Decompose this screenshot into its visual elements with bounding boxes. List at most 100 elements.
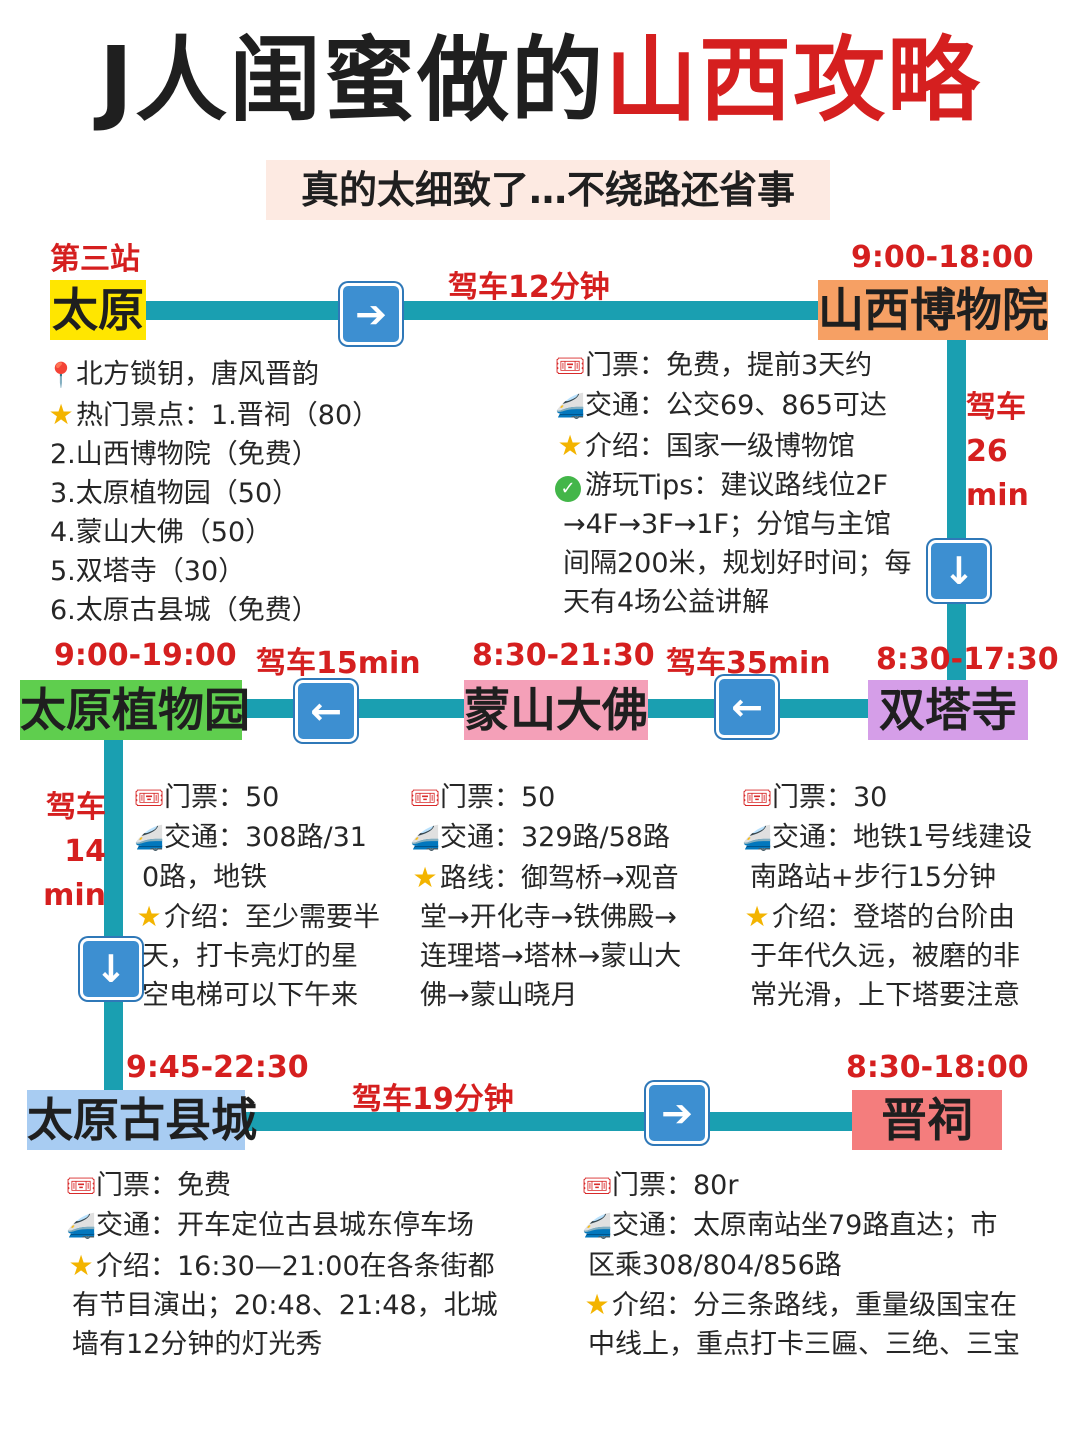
title-part-1: J人闺蜜做的 (98, 27, 606, 134)
train-icon: 🚄 (555, 392, 585, 420)
drive-time-label: 驾车15min (256, 646, 421, 681)
station-shanxi-museum: 山西博物院 (818, 280, 1048, 340)
station-botanical-garden: 太原植物园 (20, 680, 250, 740)
info-line: ★热门景点：1.晋祠（80） (46, 395, 379, 435)
info-line: 天有4场公益讲解 (563, 587, 770, 618)
info-line: 常光滑，上下塔要注意 (750, 980, 1020, 1011)
info-line: 4.蒙山大佛（50） (50, 517, 273, 548)
opening-hours: 8:30-17:30 (876, 642, 1059, 677)
info-line: 南路站+步行15分钟 (750, 862, 996, 893)
title-part-2: 山西攻略 (605, 27, 982, 134)
info-line: 间隔200米，规划好时间；每 (563, 548, 912, 579)
info-line: 连理塔→塔林→蒙山大 (420, 941, 682, 972)
drive-time-label: 驾车12分钟 (448, 270, 610, 305)
info-line: ★介绍：登塔的台阶由 (742, 897, 1032, 937)
star-icon: ★ (584, 1288, 610, 1321)
info-line: 📍北方锁钥，唐风晋韵 (46, 355, 379, 395)
station-taiyuan: 太原 (50, 280, 146, 340)
info-line: ★介绍：国家一级博物馆 (555, 426, 912, 466)
drive-time-label: 驾车 14 min (43, 790, 106, 913)
star-icon: ★ (557, 429, 583, 462)
station-jinci: 晋祠 (852, 1090, 1002, 1150)
info-line: →4F→3F→1F；分馆与主馆 (563, 509, 891, 540)
ticket-icon: 🎟 (410, 784, 441, 812)
star-icon: ★ (136, 900, 162, 933)
gucheng-info: 🎟门票：免费 🚄交通：开车定位古县城东停车场 ★介绍：16:30—21:00在各… (66, 1166, 498, 1364)
check-icon: ✓ (555, 476, 581, 502)
info-line: 🎟门票：免费 (66, 1166, 498, 1206)
botanical-info: 🎟门票：50 🚄交通：308路/31 0路，地铁 ★介绍：至少需要半 天，打卡亮… (134, 778, 380, 1015)
star-icon: ★ (744, 900, 770, 933)
train-icon: 🚄 (134, 824, 164, 852)
info-line: 空电梯可以下午来 (142, 980, 358, 1011)
route-line-bottom (235, 1112, 860, 1131)
drive-time-label: 驾车 26 min (966, 390, 1029, 513)
info-line: 3.太原植物园（50） (50, 478, 300, 509)
opening-hours: 9:00-18:00 (851, 240, 1034, 275)
info-line: 2.山西博物院（免费） (50, 439, 319, 470)
ticket-icon: 🎟 (134, 784, 165, 812)
arrow-left-icon: ← (295, 680, 357, 742)
ticket-icon: 🎟 (66, 1172, 97, 1200)
info-line: 佛→蒙山晓月 (420, 980, 578, 1011)
info-line: 🎟门票：80r (582, 1166, 1020, 1206)
info-line: 天，打卡亮灯的星 (142, 941, 358, 972)
pin-icon: 📍 (46, 361, 76, 389)
drive-time-label: 驾车19分钟 (352, 1082, 514, 1117)
ticket-icon: 🎟 (555, 352, 586, 380)
opening-hours: 9:00-19:00 (54, 638, 237, 673)
info-line: 5.双塔寺（30） (50, 556, 246, 587)
info-line: ★介绍：至少需要半 (134, 897, 380, 937)
info-line: 🎟门票：50 (134, 778, 380, 818)
stop-label: 第三站 (50, 242, 140, 277)
info-line: ★路线：御驾桥→观音 (410, 858, 681, 898)
info-line: 🚄交通：太原南站坐79路直达；市 (582, 1206, 1020, 1246)
star-icon: ★ (412, 861, 438, 894)
jinci-info: 🎟门票：80r 🚄交通：太原南站坐79路直达；市 区乘308/804/856路 … (582, 1166, 1020, 1364)
info-line: 区乘308/804/856路 (588, 1250, 842, 1281)
opening-hours: 8:30-18:00 (846, 1050, 1029, 1085)
station-shuangta-temple: 双塔寺 (868, 680, 1028, 740)
info-line: 堂→开化寺→铁佛殿→ (420, 902, 677, 933)
train-icon: 🚄 (66, 1212, 96, 1240)
train-icon: 🚄 (410, 824, 440, 852)
drive-time-label: 驾车35min (666, 646, 831, 681)
info-line: 0路，地铁 (142, 862, 268, 893)
info-line: 🚄交通：329路/58路 (410, 818, 681, 858)
info-line: 🎟门票：50 (410, 778, 681, 818)
info-line: 🚄交通：地铁1号线建设 (742, 818, 1032, 858)
opening-hours: 9:45-22:30 (126, 1050, 309, 1085)
train-icon: 🚄 (742, 824, 772, 852)
ticket-icon: 🎟 (582, 1172, 613, 1200)
train-icon: 🚄 (582, 1212, 612, 1240)
opening-hours: 8:30-21:30 (472, 638, 655, 673)
info-line: 🎟门票：30 (742, 778, 1032, 818)
info-line: ★介绍：16:30—21:00在各条街都 (66, 1246, 498, 1286)
star-icon: ★ (48, 398, 74, 431)
arrow-right-icon: ➔ (340, 283, 402, 345)
info-line: 🚄交通：308路/31 (134, 818, 380, 858)
route-line-top (140, 301, 840, 320)
arrow-right-icon: ➔ (646, 1082, 708, 1144)
route-line-right (947, 330, 966, 690)
taiyuan-info: 📍北方锁钥，唐风晋韵 ★热门景点：1.晋祠（80） 2.山西博物院（免费） 3.… (46, 355, 379, 630)
info-line: 🚄交通：开车定位古县城东停车场 (66, 1206, 498, 1246)
page-title: J人闺蜜做的山西攻略 (0, 28, 1080, 134)
museum-info: 🎟门票：免费，提前3天约 🚄交通：公交69、865可达 ★介绍：国家一级博物馆 … (555, 346, 912, 622)
info-line: 墙有12分钟的灯光秀 (72, 1329, 323, 1360)
info-line: 于年代久远，被磨的非 (750, 941, 1020, 972)
info-line: ✓游玩Tips：建议路线位2F (555, 466, 912, 505)
subtitle-banner: 真的太细致了…不绕路还省事 (266, 160, 830, 220)
arrow-down-icon: ↓ (928, 540, 990, 602)
arrow-left-icon: ← (716, 676, 778, 738)
info-line: 6.太原古县城（免费） (50, 595, 319, 626)
route-line-left (104, 735, 123, 1095)
shuangta-info: 🎟门票：30 🚄交通：地铁1号线建设 南路站+步行15分钟 ★介绍：登塔的台阶由… (742, 778, 1032, 1015)
station-ancient-county-town: 太原古县城 (27, 1090, 257, 1150)
info-line: ★介绍：分三条路线，重量级国宝在 (582, 1285, 1020, 1325)
info-line: 🚄交通：公交69、865可达 (555, 386, 912, 426)
info-line: 🎟门票：免费，提前3天约 (555, 346, 912, 386)
arrow-down-icon: ↓ (80, 938, 142, 1000)
info-line: 中线上，重点打卡三匾、三绝、三宝 (588, 1329, 1020, 1360)
info-line: 有节目演出；20:48、21:48，北城 (72, 1290, 498, 1321)
